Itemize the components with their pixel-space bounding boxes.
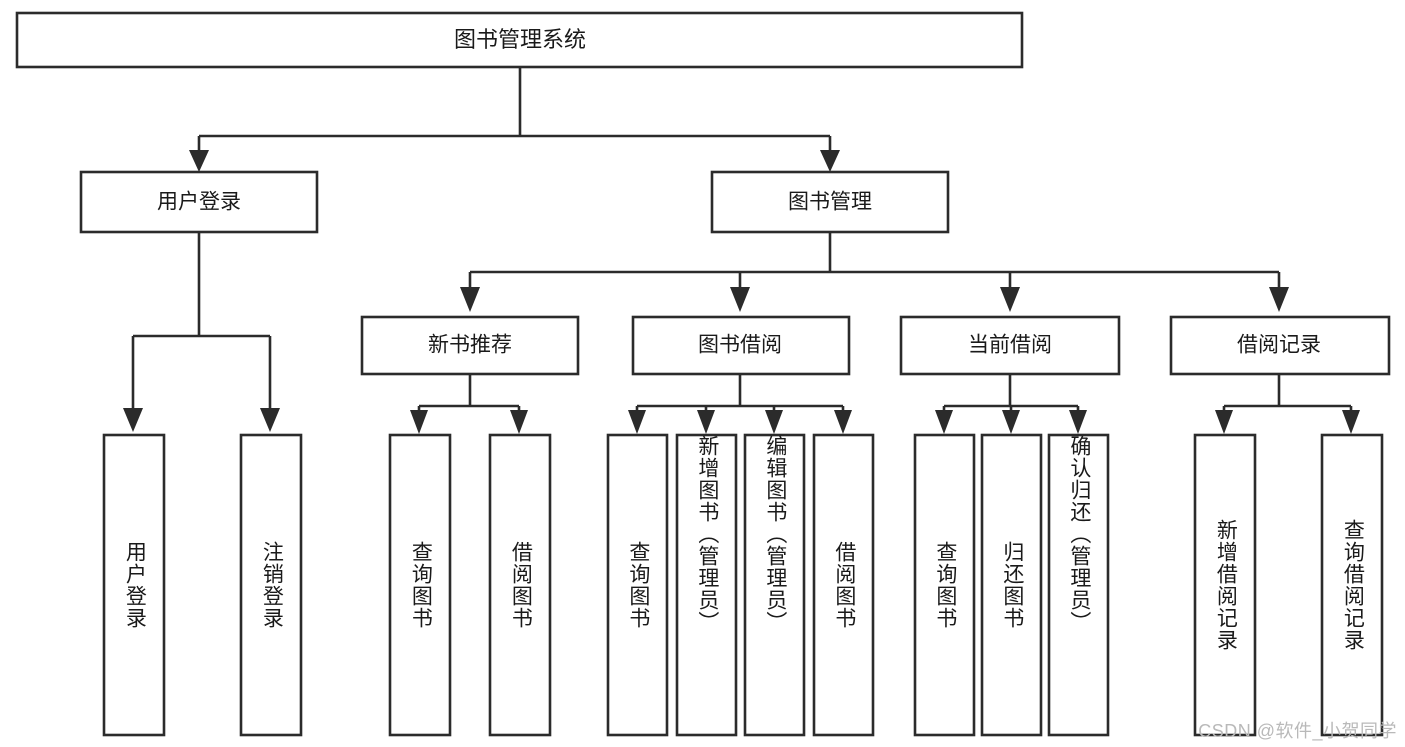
arrowhead-bb-leaf-1 bbox=[628, 410, 646, 434]
arrowhead-to-book-borrow bbox=[730, 287, 750, 312]
node-leaf-confirm-return-admin[interactable] bbox=[1047, 433, 1110, 737]
horizontal-label-layer: 图书管理系统 用户登录 图书管理 新书推荐 图书借阅 当前借阅 借阅记录 bbox=[157, 27, 1321, 357]
label-book-borrow: 图书借阅 bbox=[698, 334, 782, 357]
node-box-layer bbox=[15, 11, 1391, 737]
label-root-book-management-system: 图书管理系统 bbox=[454, 27, 586, 52]
node-leaf-query-book-cb[interactable] bbox=[913, 433, 976, 737]
arrowhead-bb-leaf-4 bbox=[834, 410, 852, 434]
node-new-book-recommend[interactable] bbox=[360, 315, 580, 376]
label-borrow-record: 借阅记录 bbox=[1237, 334, 1321, 357]
node-leaf-query-book-nb[interactable] bbox=[388, 433, 452, 737]
node-leaf-logout[interactable] bbox=[239, 433, 303, 737]
arrowhead-cb-leaf-3 bbox=[1069, 410, 1087, 434]
node-leaf-borrow-book-nb[interactable] bbox=[488, 433, 552, 737]
node-leaf-add-borrow-record[interactable] bbox=[1193, 433, 1257, 737]
csdn-watermark: CSDN @软件_小贺同学 bbox=[1198, 721, 1397, 741]
label-new-book-recommend: 新书推荐 bbox=[428, 334, 512, 357]
node-leaf-query-borrow-record[interactable] bbox=[1320, 433, 1384, 737]
arrowhead-to-user-login bbox=[189, 150, 209, 172]
arrowhead-cb-leaf-1 bbox=[935, 410, 953, 434]
arrowhead-bb-leaf-2 bbox=[697, 410, 715, 434]
arrowhead-to-new-book-recommend bbox=[460, 287, 480, 312]
node-leaf-borrow-book-bb[interactable] bbox=[812, 433, 875, 737]
node-book-management[interactable] bbox=[710, 170, 950, 234]
arrowhead-br-leaf-2 bbox=[1342, 410, 1360, 434]
label-current-borrow: 当前借阅 bbox=[968, 334, 1052, 357]
node-book-borrow[interactable] bbox=[631, 315, 851, 376]
node-user-login[interactable] bbox=[79, 170, 319, 234]
node-leaf-query-book-bb[interactable] bbox=[606, 433, 669, 737]
node-borrow-record[interactable] bbox=[1169, 315, 1391, 376]
arrowhead-nb-leaf-1 bbox=[410, 410, 428, 434]
arrowhead-to-leaf-logout bbox=[260, 408, 280, 432]
node-leaf-user-login[interactable] bbox=[102, 433, 166, 737]
node-leaf-return-book[interactable] bbox=[980, 433, 1043, 737]
node-root-book-management-system[interactable] bbox=[15, 11, 1024, 69]
node-leaf-edit-book-admin[interactable] bbox=[743, 433, 806, 737]
arrowhead-to-leaf-user-login bbox=[123, 408, 143, 432]
arrowhead-cb-leaf-2 bbox=[1002, 410, 1020, 434]
node-current-borrow[interactable] bbox=[899, 315, 1121, 376]
arrowhead-bb-leaf-3 bbox=[765, 410, 783, 434]
arrowhead-to-book-manage bbox=[820, 150, 840, 172]
arrowhead-nb-leaf-2 bbox=[510, 410, 528, 434]
node-leaf-add-book-admin[interactable] bbox=[675, 433, 738, 737]
arrowhead-to-current-borrow bbox=[1000, 287, 1020, 312]
arrowhead-br-leaf-1 bbox=[1215, 410, 1233, 434]
arrowhead-layer bbox=[123, 150, 1360, 434]
arrowhead-to-borrow-record bbox=[1269, 287, 1289, 312]
label-user-login: 用户登录 bbox=[157, 191, 241, 214]
label-book-management: 图书管理 bbox=[788, 191, 872, 214]
